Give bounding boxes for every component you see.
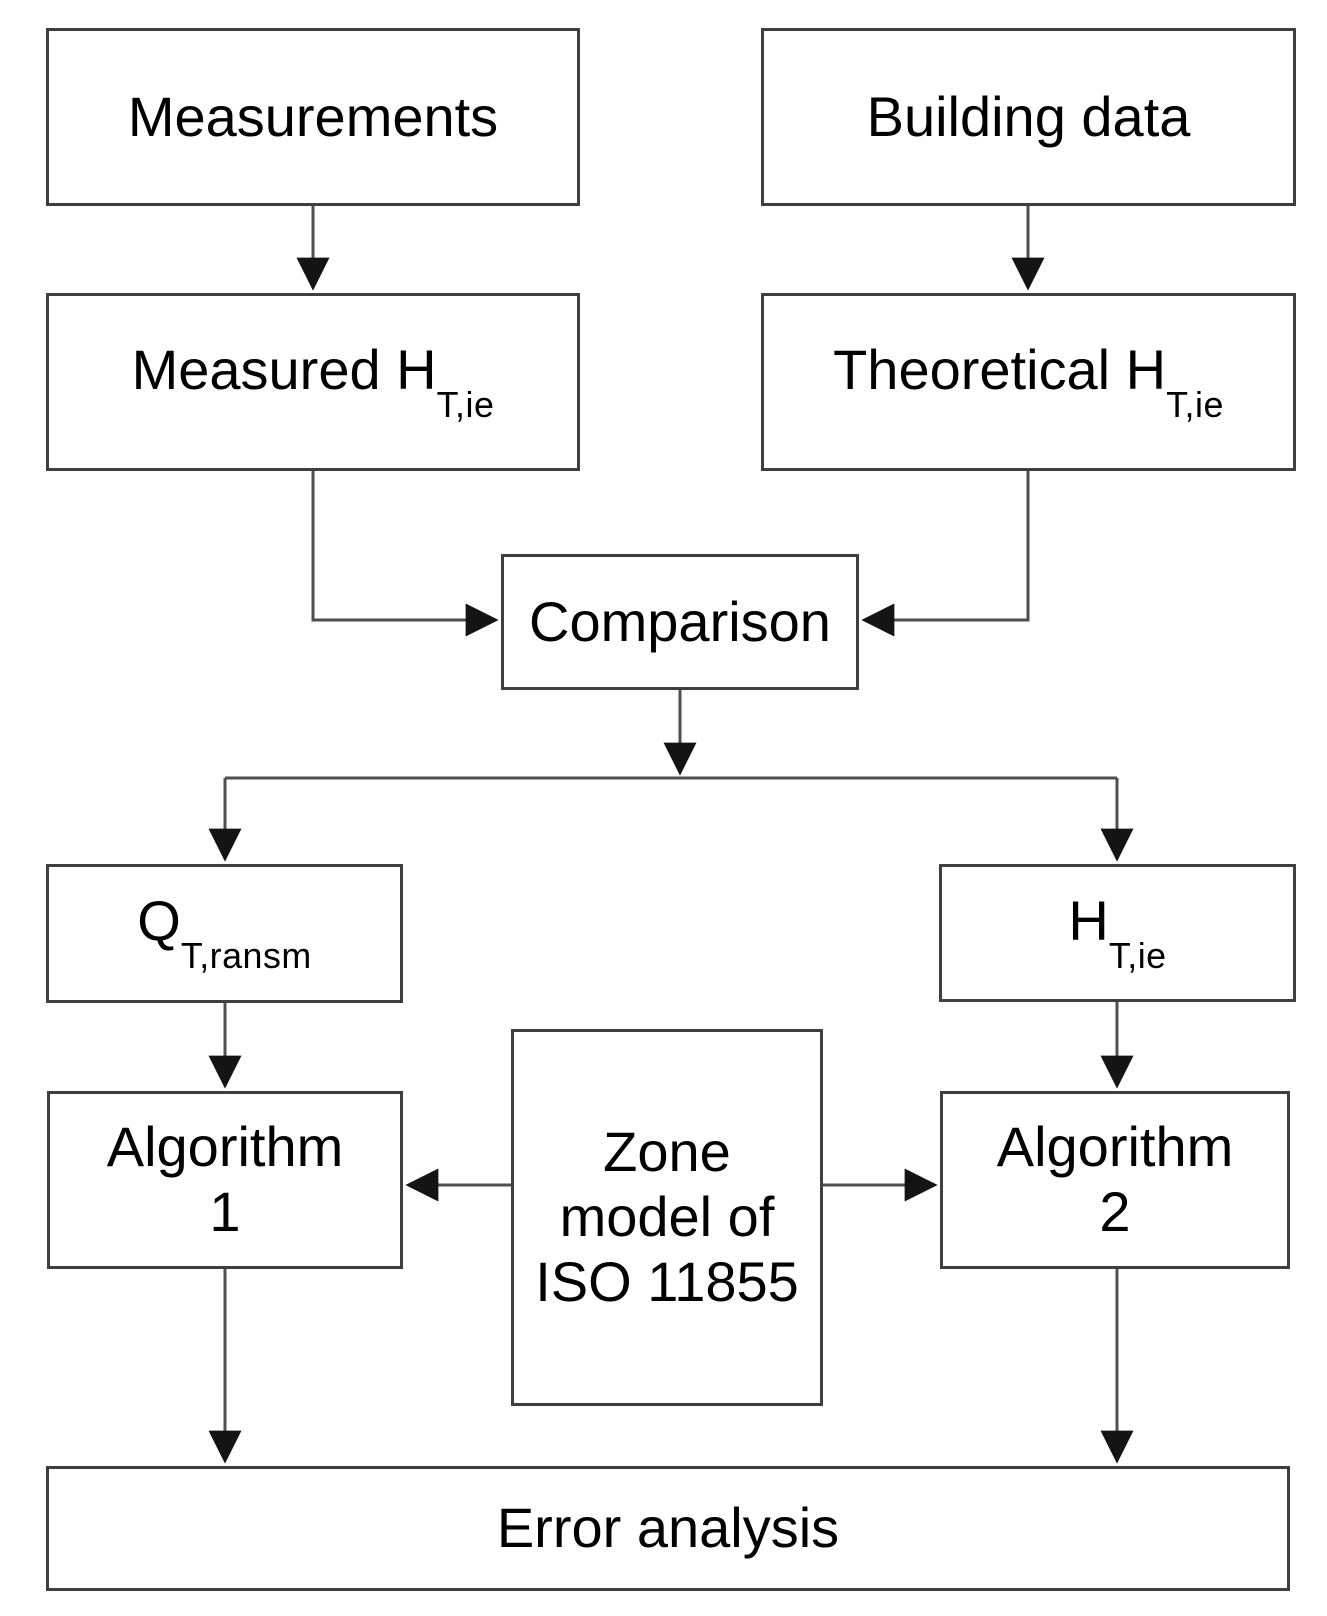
node-algorithm-1: Algorithm 1	[47, 1091, 403, 1269]
node-comparison: Comparison	[501, 554, 859, 690]
node-algorithm-2: Algorithm 2	[940, 1091, 1290, 1269]
node-measurements: Measurements	[46, 28, 580, 206]
node-algorithm-2-label: Algorithm 2	[989, 1115, 1242, 1245]
node-comparison-label: Comparison	[529, 589, 831, 653]
node-theoretical-h-prefix: Theoretical H	[833, 337, 1167, 401]
node-error-analysis-label: Error analysis	[496, 1496, 840, 1560]
node-h-tie-label: HT,ie	[1060, 889, 1174, 978]
node-theoretical-h-subscript: T,ie	[1166, 384, 1224, 425]
node-algorithm-2-line2: 2	[1099, 1180, 1131, 1243]
node-q-transm: QT,ransm	[46, 864, 403, 1003]
node-measurements-label: Measurements	[127, 84, 499, 148]
node-building-data-label: Building data	[866, 84, 1191, 148]
node-measured-h-prefix: Measured H	[131, 337, 437, 401]
node-theoretical-h-label: Theoretical HT,ie	[825, 338, 1232, 427]
node-theoretical-h: Theoretical HT,ie	[761, 293, 1296, 471]
node-algorithm-2-line1: Algorithm	[996, 1115, 1234, 1179]
node-h-tie-prefix: H	[1068, 888, 1109, 952]
node-measured-h: Measured HT,ie	[46, 293, 580, 471]
node-q-transm-label: QT,ransm	[129, 889, 319, 978]
node-zone-model-line2: model of	[559, 1185, 775, 1249]
arrow-theoretical-h-to-comparison	[861, 471, 1030, 637]
node-building-data: Building data	[761, 28, 1296, 206]
node-zone-model-line1: Zone	[603, 1120, 731, 1184]
node-algorithm-1-line2: 1	[209, 1180, 241, 1243]
node-zone-model: Zone model of ISO 11855	[511, 1029, 823, 1406]
node-h-tie: HT,ie	[939, 864, 1296, 1002]
node-h-tie-subscript: T,ie	[1108, 935, 1167, 976]
node-measured-h-label: Measured HT,ie	[124, 338, 503, 427]
arrow-measured-h-to-comparison	[311, 471, 499, 637]
node-error-analysis: Error analysis	[46, 1466, 1290, 1591]
node-algorithm-1-label: Algorithm 1	[99, 1115, 352, 1245]
node-zone-model-line3: ISO 11855	[535, 1249, 799, 1313]
node-algorithm-1-line1: Algorithm	[106, 1115, 344, 1179]
node-q-transm-prefix: Q	[137, 889, 181, 953]
node-measured-h-subscript: T,ie	[436, 384, 495, 425]
node-zone-model-label: Zone model of ISO 11855	[527, 1120, 807, 1315]
node-q-transm-subscript: T,ransm	[180, 936, 312, 977]
